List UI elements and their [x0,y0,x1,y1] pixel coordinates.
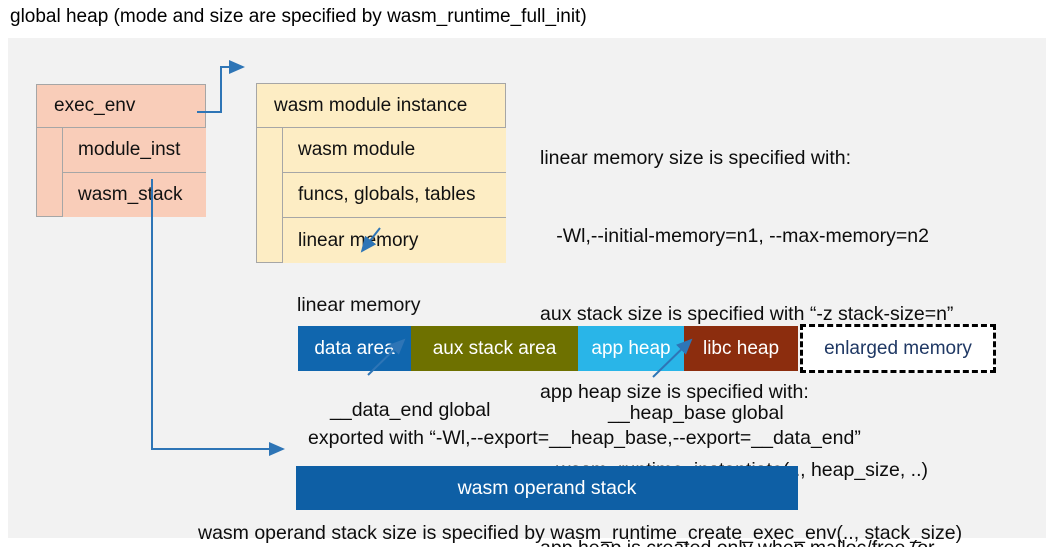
exec-env-box: exec_env module_inst wasm_stack [36,84,206,217]
segment-data-area: data area [298,326,411,371]
module-instance-body: wasm module funcs, globals, tables linea… [282,128,506,263]
linear-memory-bar: data area aux stack area app heap libc h… [298,324,998,373]
annotation-export-note: exported with “-Wl,--export=__heap_base,… [308,427,861,449]
bottom-note-line: wasm operand stack size is specified by … [198,522,963,544]
note-line: app heap is created only when malloc/fre… [540,535,953,547]
annotation-data-end: __data_end global [330,399,491,421]
exec-env-title: exec_env [37,85,205,128]
segment-enlarged-memory: enlarged memory [800,324,996,373]
module-instance-title: wasm module instance [257,84,505,128]
annotation-heap-base: __heap_base global [608,402,784,424]
diagram-canvas: exec_env module_inst wasm_stack wasm mod… [8,38,1046,547]
segment-app-heap: app heap [578,326,684,371]
note-line: app heap size is specified with: [540,381,809,403]
note-line: -Wl,--initial-memory=n1, --max-memory=n2 [540,225,929,247]
bottom-note: wasm operand stack size is specified by … [198,521,962,547]
segment-libc-heap: libc heap [684,326,798,371]
exec-env-body: module_inst wasm_stack [62,128,206,217]
module-instance-row-linear-memory: linear memory [283,218,506,263]
module-instance-row-funcs-globals-tables: funcs, globals, tables [283,173,506,218]
exec-env-row-module-inst: module_inst [63,128,206,173]
page-title: global heap (mode and size are specified… [10,6,587,27]
linear-memory-label: linear memory [297,294,421,316]
note-line: aux stack size is specified with “-z sta… [540,303,954,325]
exec-env-row-wasm-stack: wasm_stack [63,173,206,217]
module-instance-box: wasm module instance wasm module funcs, … [256,83,506,263]
note-line: linear memory size is specified with: [540,147,852,169]
segment-aux-stack-area: aux stack area [411,326,578,371]
operand-stack-bar: wasm operand stack [296,466,798,510]
module-instance-row-wasm-module: wasm module [283,128,506,173]
